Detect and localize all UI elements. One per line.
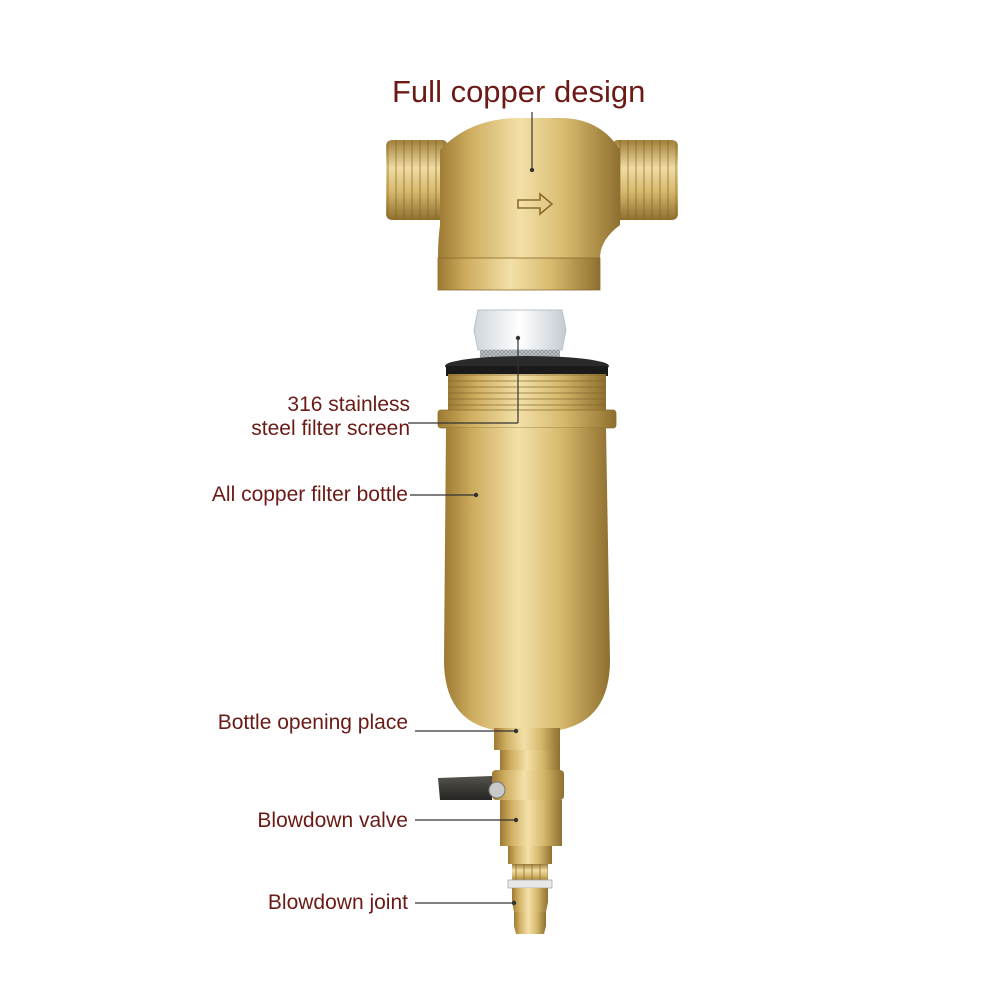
label-blowdown-joint: Blowdown joint <box>267 891 408 914</box>
filter-screen <box>473 309 567 362</box>
label-filter-screen-line2: steel filter screen <box>251 417 410 440</box>
valve-assembly <box>438 728 564 934</box>
label-filter-bottle: All copper filter bottle <box>211 483 408 506</box>
label-filter-screen: 316 stainless steel filter screen <box>200 393 410 441</box>
copper-head <box>386 118 678 291</box>
label-filter-screen-line1: 316 stainless <box>287 393 410 416</box>
diagram-title: Full copper design <box>392 74 646 109</box>
label-blowdown-valve: Blowdown valve <box>257 809 408 832</box>
leader-lines <box>408 112 535 906</box>
filter-bottle <box>444 428 610 730</box>
bottle-neck <box>437 356 617 429</box>
label-bottle-opening: Bottle opening place <box>217 711 408 734</box>
